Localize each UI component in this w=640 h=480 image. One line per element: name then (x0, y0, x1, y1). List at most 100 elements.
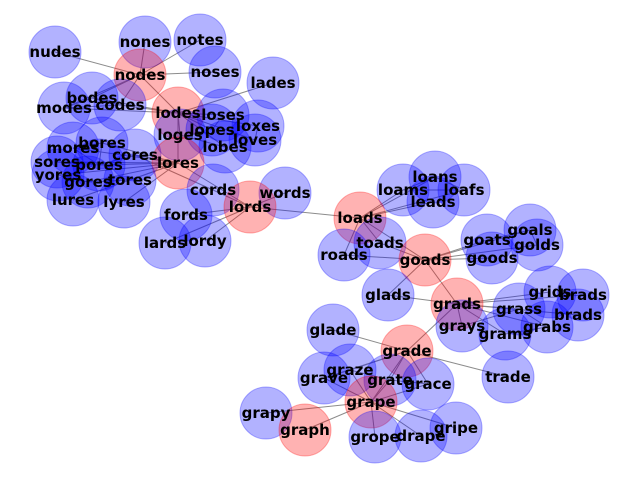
edge-grade-grace (406, 350, 429, 385)
node-label-grade: grade (382, 342, 431, 360)
graph-edges (54, 39, 584, 438)
node-label-mores: mores (47, 139, 100, 157)
edge-loans-loafs (434, 176, 465, 191)
node-circle-lodes (151, 86, 205, 140)
edge-cords-lords (212, 189, 251, 208)
edge-nodes-modes (63, 74, 141, 109)
node-label-notes: notes (176, 31, 223, 49)
node-label-nones: nones (120, 33, 171, 51)
node-sores (30, 135, 84, 189)
node-circle-loxes (231, 99, 285, 153)
node-label-grams: grams (479, 325, 532, 343)
edge-fords-lords (185, 206, 251, 216)
edge-lades-lodes (177, 82, 274, 114)
node-lords (223, 180, 277, 234)
node-circle-grade (380, 324, 434, 378)
node-brads2 (551, 288, 605, 342)
edge-lores-lords (177, 162, 251, 208)
node-label-glade: glade (310, 321, 357, 339)
edge-loads-loams (359, 189, 404, 219)
edge-grads-grade (406, 303, 458, 352)
edge-loads-leads (359, 201, 434, 219)
edge-lodes-lobes (177, 112, 226, 148)
edge-grads-grams (456, 303, 506, 335)
node-label-lures: lures (52, 191, 94, 209)
node-circle-loves (228, 113, 282, 167)
edge-lodes-loses (177, 112, 224, 116)
node-codes (93, 78, 147, 132)
edge-grape-grace (370, 383, 429, 403)
node-circle-grape (344, 375, 398, 429)
node-leads (406, 175, 460, 229)
node-label-gores: gores (64, 173, 112, 191)
edge-modes-codes (63, 104, 121, 109)
node-circle-glade (306, 303, 360, 357)
node-label-grapy: grapy (242, 404, 291, 422)
node-circle-notes (173, 13, 227, 67)
node-grads (430, 277, 484, 331)
edge-bores-pores (98, 142, 103, 166)
node-circle-leads (406, 175, 460, 229)
edge-grape-grope (370, 401, 376, 438)
node-circle-drape (394, 409, 448, 463)
node-yores (31, 148, 85, 202)
node-circle-grace (401, 357, 455, 411)
node-label-toads: toads (356, 234, 403, 252)
node-label-grads: grads (433, 295, 481, 313)
node-circle-loads (333, 191, 387, 245)
node-circle-golds (510, 218, 564, 272)
node-grave (297, 351, 351, 405)
node-circle-grave (297, 351, 351, 405)
node-label-brads2: brads (554, 306, 602, 324)
edge-goads-golds (424, 244, 538, 261)
edge-loges-lobes (179, 134, 226, 148)
node-circle-grope (348, 410, 402, 464)
node-label-goods: goods (466, 249, 517, 267)
node-label-grids: grids (529, 283, 572, 301)
node-loxes (231, 99, 285, 153)
edge-nones-nodes (139, 41, 146, 76)
node-label-leads: leads (410, 193, 455, 211)
node-grass (492, 282, 546, 336)
node-graze (323, 343, 377, 397)
node-label-grape: grape (346, 393, 395, 411)
node-goats (460, 213, 514, 267)
node-circle-brads (556, 268, 610, 322)
node-lures (46, 173, 100, 227)
edge-goads-goods (424, 257, 493, 261)
node-grapy (239, 386, 293, 440)
edge-loxes-loves (254, 125, 259, 141)
node-label-loxes: loxes (236, 117, 280, 135)
node-circle-loges (153, 108, 207, 162)
edge-cords-cores (134, 154, 214, 191)
node-grams (478, 307, 532, 361)
node-circle-loans (408, 150, 462, 204)
node-circle-bores (75, 116, 129, 170)
node-circle-lobes (198, 120, 252, 174)
edge-glads-grads (387, 294, 458, 305)
node-label-loads: loads (337, 209, 382, 227)
node-lopes (185, 103, 239, 157)
node-circle-lards (138, 216, 192, 270)
node-grape (344, 375, 398, 429)
edge-goals-golds (529, 229, 538, 246)
node-circle-modes (37, 81, 91, 135)
edge-lodes-lopes (177, 112, 213, 131)
node-pores (72, 138, 126, 192)
node-label-lyres: lyres (103, 193, 144, 211)
node-circle-graze (323, 343, 377, 397)
node-label-grabs: grabs (523, 318, 571, 336)
node-circle-grams (478, 307, 532, 361)
node-circle-nodes (113, 48, 167, 102)
node-label-drape: drape (396, 427, 445, 445)
node-brads (556, 268, 610, 322)
edge-nodes-codes (119, 74, 141, 106)
node-grate (363, 353, 417, 407)
node-lards (138, 216, 192, 270)
edge-grads-brads (456, 294, 584, 305)
node-circle-tores (103, 153, 157, 207)
node-trade (481, 350, 535, 404)
node-circle-gripe (429, 401, 483, 455)
